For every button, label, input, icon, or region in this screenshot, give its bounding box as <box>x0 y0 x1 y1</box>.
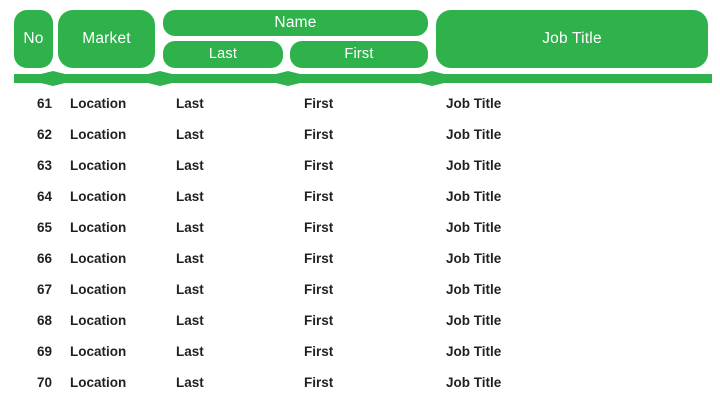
cell-market: Location <box>70 127 127 142</box>
cell-first: First <box>304 127 334 142</box>
cell-job-title: Job Title <box>446 375 502 390</box>
table-row[interactable]: 64 Location Last First Job Title <box>0 181 720 212</box>
cell-last: Last <box>176 375 204 390</box>
cell-first: First <box>304 375 334 390</box>
cell-first: First <box>304 313 334 328</box>
cell-job-title: Job Title <box>446 313 502 328</box>
cell-last: Last <box>176 127 204 142</box>
cell-job-title: Job Title <box>446 189 502 204</box>
column-header-market-label: Market <box>82 30 131 48</box>
cell-market: Location <box>70 189 127 204</box>
cell-no: 66 <box>36 251 52 266</box>
cell-no: 68 <box>36 313 52 328</box>
cell-market: Location <box>70 251 127 266</box>
column-header-last[interactable]: Last <box>163 41 283 68</box>
cell-first: First <box>304 220 334 235</box>
table-body: 61 Location Last First Job Title 62 Loca… <box>0 88 720 414</box>
cell-last: Last <box>176 251 204 266</box>
cell-last: Last <box>176 189 204 204</box>
cell-market: Location <box>70 96 127 111</box>
cell-job-title: Job Title <box>446 158 502 173</box>
table-row[interactable]: 62 Location Last First Job Title <box>0 119 720 150</box>
column-header-first-label: First <box>344 46 374 63</box>
column-header-name-group[interactable]: Name <box>163 10 428 36</box>
cell-job-title: Job Title <box>446 127 502 142</box>
cell-first: First <box>304 344 334 359</box>
cell-no: 63 <box>36 158 52 173</box>
column-header-job-title[interactable]: Job Title <box>436 10 708 68</box>
cell-last: Last <box>176 344 204 359</box>
column-header-market[interactable]: Market <box>58 10 155 68</box>
column-header-last-label: Last <box>208 46 238 63</box>
column-header-no[interactable]: No <box>14 10 53 68</box>
cell-no: 67 <box>36 282 52 297</box>
table-row[interactable]: 70 Location Last First Job Title <box>0 367 720 398</box>
column-header-job-title-label: Job Title <box>542 30 602 48</box>
cell-no: 64 <box>36 189 52 204</box>
cell-market: Location <box>70 313 127 328</box>
cell-no: 61 <box>36 96 52 111</box>
table-row[interactable]: 68 Location Last First Job Title <box>0 305 720 336</box>
cell-market: Location <box>70 220 127 235</box>
cell-first: First <box>304 251 334 266</box>
table-row[interactable]: 65 Location Last First Job Title <box>0 212 720 243</box>
column-header-name-group-label: Name <box>274 14 317 32</box>
cell-last: Last <box>176 96 204 111</box>
header-divider-shape <box>14 71 712 86</box>
table-row[interactable]: 66 Location Last First Job Title <box>0 243 720 274</box>
cell-job-title: Job Title <box>446 220 502 235</box>
cell-job-title: Job Title <box>446 251 502 266</box>
column-header-no-label: No <box>23 30 44 48</box>
cell-no: 70 <box>36 375 52 390</box>
cell-no: 65 <box>36 220 52 235</box>
cell-first: First <box>304 282 334 297</box>
cell-job-title: Job Title <box>446 96 502 111</box>
cell-last: Last <box>176 220 204 235</box>
cell-no: 62 <box>36 127 52 142</box>
table-header: No Market Name Last First Job Title <box>0 0 720 88</box>
cell-first: First <box>304 189 334 204</box>
cell-market: Location <box>70 375 127 390</box>
header-divider-bar <box>14 71 712 86</box>
table-row[interactable]: 69 Location Last First Job Title <box>0 336 720 367</box>
column-header-first[interactable]: First <box>290 41 428 68</box>
cell-first: First <box>304 96 334 111</box>
cell-last: Last <box>176 313 204 328</box>
cell-job-title: Job Title <box>446 344 502 359</box>
cell-no: 69 <box>36 344 52 359</box>
cell-market: Location <box>70 158 127 173</box>
cell-job-title: Job Title <box>446 282 502 297</box>
table-row[interactable]: 61 Location Last First Job Title <box>0 88 720 119</box>
cell-market: Location <box>70 282 127 297</box>
cell-market: Location <box>70 344 127 359</box>
table-row[interactable]: 67 Location Last First Job Title <box>0 274 720 305</box>
cell-last: Last <box>176 282 204 297</box>
cell-last: Last <box>176 158 204 173</box>
cell-first: First <box>304 158 334 173</box>
table-row[interactable]: 63 Location Last First Job Title <box>0 150 720 181</box>
